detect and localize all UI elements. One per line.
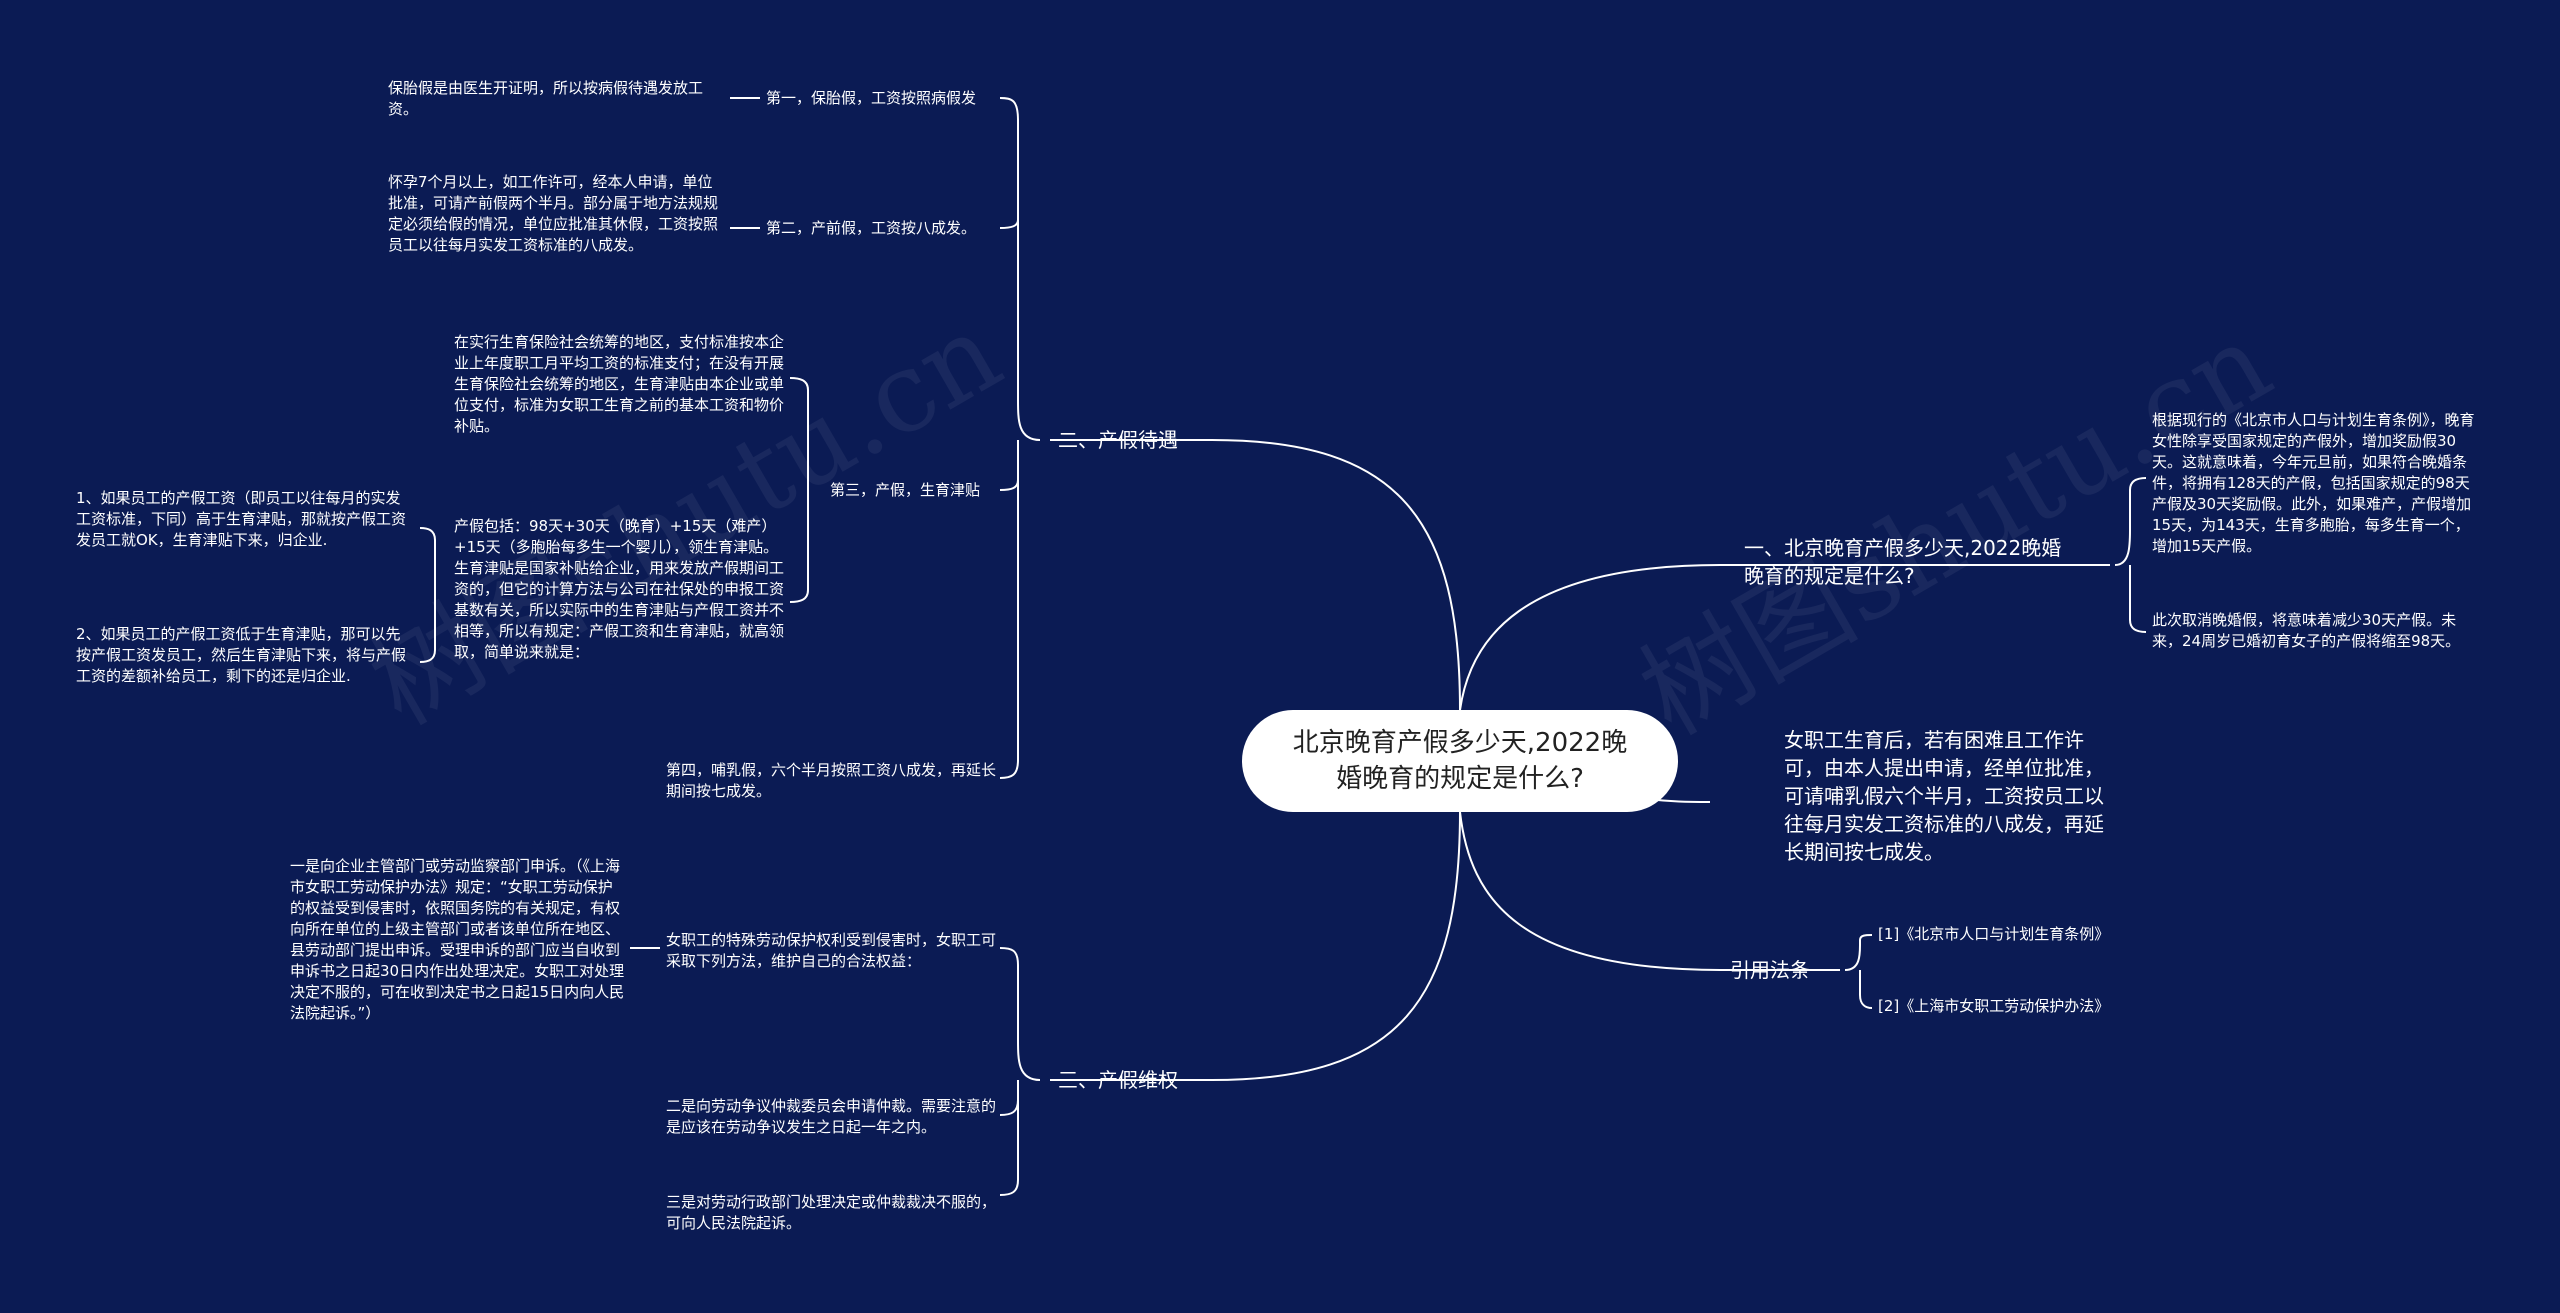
- branch2-label[interactable]: 二、产假待遇: [1058, 428, 1178, 452]
- item3-detail-a: 在实行生育保险社会统筹的地区，支付标准按本企业上年度职工月平均工资的标准支付；在…: [454, 333, 785, 435]
- item2-label[interactable]: 第二，产前假，工资按八成发。: [766, 219, 977, 237]
- item3-label[interactable]: 第三，产假，生育津贴: [830, 481, 981, 499]
- item3-sub2: 2、如果员工的产假工资低于生育津贴，那可以先按产假工资发员工，然后生育津贴下来，…: [76, 625, 407, 685]
- mid-node-label[interactable]: 女职工生育后，若有困难且工作许可，由本人提出申请，经单位批准，可请哺乳假六个半月…: [1784, 728, 2104, 864]
- link-root-branch3: [1211, 811, 1461, 1081]
- ref-item-2[interactable]: [2]《上海市女职工劳动保护办法》: [1878, 997, 2110, 1015]
- branch1-label[interactable]: 一、北京晚育产假多少天,2022晚婚晚育的规定是什么?: [1744, 536, 2062, 588]
- item2-detail: 怀孕7个月以上，如工作许可，经本人申请，单位批准，可请产前假两个半月。部分属于地…: [388, 173, 719, 254]
- link-root-ref: [1459, 811, 1721, 971]
- item1-label[interactable]: 第一，保胎假，工资按照病假发: [766, 89, 977, 107]
- branch3-label[interactable]: 三、产假维权: [1058, 1068, 1178, 1092]
- rights-item3-label[interactable]: 三是对劳动行政部门处理决定或仲裁裁决不服的，可向人民法院起诉。: [666, 1193, 997, 1232]
- item3-sub1: 1、如果员工的产假工资（即员工以往每月的实发工资标准，下同）高于生育津贴，那就按…: [76, 489, 407, 549]
- item3-detail-b: 产假包括：98天+30天（晚育）+15天（难产）+15天（多胞胎每多生一个婴儿）…: [454, 517, 785, 661]
- bracket-branch3: [999, 947, 1041, 1196]
- item1-detail: 保胎假是由医生开证明，所以按病假待遇发放工资。: [388, 79, 704, 118]
- rights-item1-detail: 一是向企业主管部门或劳动监察部门申诉。（《上海市女职工劳动保护办法》规定：“女职…: [290, 857, 625, 1022]
- link-root-branch2: [1211, 439, 1461, 711]
- ref-label[interactable]: 引用法条: [1730, 958, 1810, 982]
- bracket-branch2: [999, 97, 1041, 779]
- ref-item-1[interactable]: [1]《北京市人口与计划生育条例》: [1878, 925, 2110, 943]
- rights-item1-label[interactable]: 女职工的特殊劳动保护权利受到侵害时，女职工可采取下列方法，维护自己的合法权益：: [666, 931, 997, 970]
- branch1-detail-1: 根据现行的《北京市人口与计划生育条例》，晚育女性除享受国家规定的产假外，增加奖励…: [2152, 411, 2475, 555]
- root-node[interactable]: 北京晚育产假多少天,2022晚婚晚育的规定是什么?: [1242, 710, 1678, 812]
- item4-label[interactable]: 第四，哺乳假，六个半月按照工资八成发，再延长期间按七成发。: [666, 761, 997, 800]
- rights-item2-label[interactable]: 二是向劳动争议仲裁委员会申请仲裁。需要注意的是应该在劳动争议发生之日起一年之内。: [666, 1097, 997, 1136]
- branch1-detail-2: 此次取消晚婚假，将意味着减少30天产假。未来，24周岁已婚初育女子的产假将缩至9…: [2152, 611, 2461, 650]
